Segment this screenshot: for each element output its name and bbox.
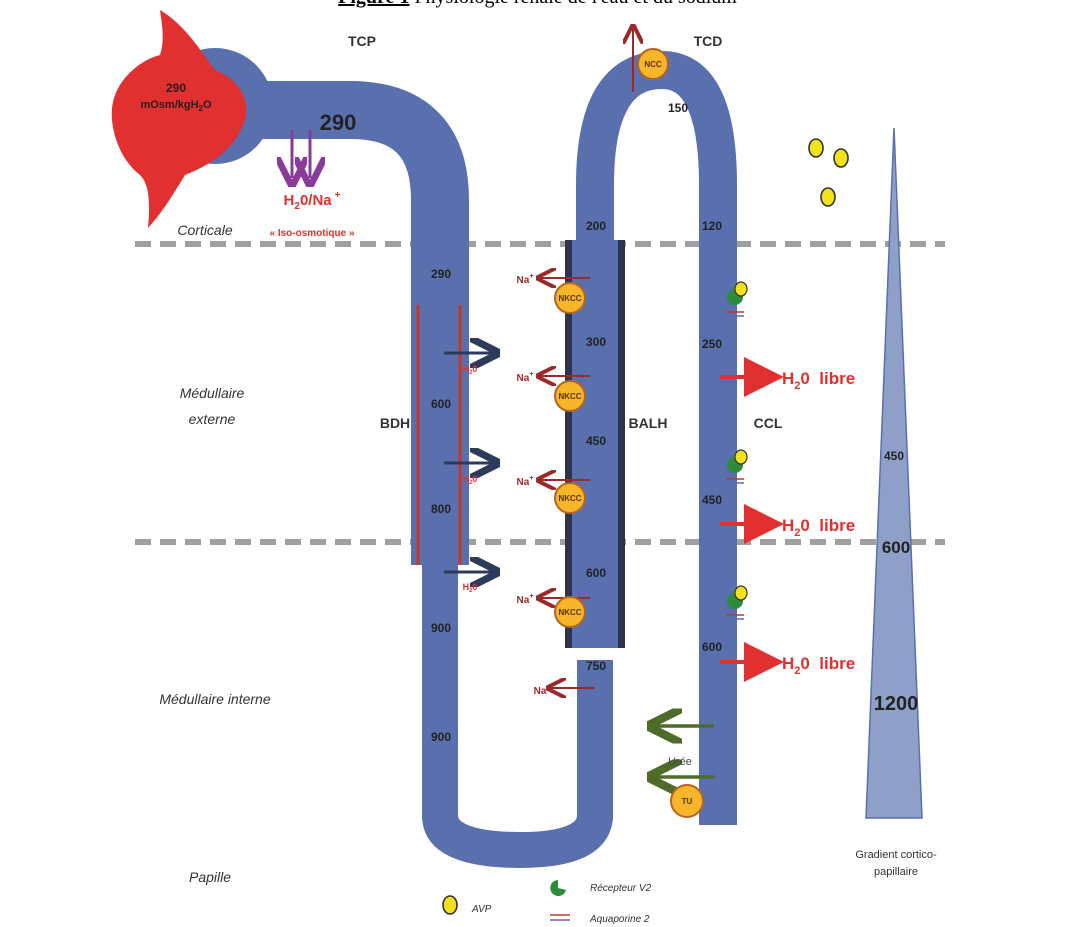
bdh-value-900-b: 900 — [431, 730, 451, 744]
svg-text:Na+: Na+ — [517, 593, 534, 606]
svg-text:H20 libre: H20 libre — [782, 369, 855, 392]
svg-text:NKCC: NKCC — [558, 494, 581, 503]
gradient-label-2: papillaire — [874, 866, 918, 878]
bdh-value-800: 800 — [431, 502, 451, 516]
avp-molecules — [809, 139, 848, 206]
label-ccl: CCL — [754, 415, 783, 431]
gradient-value-600: 600 — [882, 538, 910, 557]
ccl-value-450: 450 — [702, 493, 722, 507]
bdh-value-600: 600 — [431, 397, 451, 411]
svg-text:Na+: Na+ — [517, 273, 534, 286]
balh-value-750: 750 — [586, 659, 606, 673]
bdh-value-900-a: 900 — [431, 621, 451, 635]
ncc-label: NCC — [644, 60, 662, 69]
ccl-value-600: 600 — [702, 640, 722, 654]
glomerulus — [112, 10, 247, 228]
tcd-value-120: 120 — [702, 219, 722, 233]
label-tcp: TCP — [348, 33, 376, 49]
glomerulus-osmolality: 290 — [166, 81, 186, 95]
balh-value-450: 450 — [586, 434, 606, 448]
zone-papille: Papille — [189, 869, 231, 885]
gradient-value-450: 450 — [884, 449, 904, 463]
iso-osmotique-label: « Iso-osmotique » — [269, 228, 354, 239]
tcp-osmolality: 290 — [320, 110, 357, 135]
label-balh: BALH — [629, 415, 668, 431]
svg-text:Na: Na — [534, 686, 547, 697]
zone-medullaire-externe-2: externe — [189, 411, 236, 427]
gradient-label-1: Gradient cortico- — [855, 849, 937, 861]
legend-avp-icon — [443, 896, 457, 914]
svg-text:Urée: Urée — [668, 756, 692, 768]
loop-of-henle-bend — [440, 815, 595, 850]
balh-value-600: 600 — [586, 566, 606, 580]
svg-text:NKCC: NKCC — [558, 608, 581, 617]
legend-aquaporin-label: Aquaporine 2 — [589, 914, 650, 925]
svg-text:H20: H20 — [463, 582, 478, 594]
tubule-tcp-bdh — [255, 110, 440, 820]
label-tcd: TCD — [694, 33, 723, 49]
svg-text:NKCC: NKCC — [558, 294, 581, 303]
legend-avp-label: AVP — [471, 904, 492, 915]
svg-text:Na+: Na+ — [517, 371, 534, 384]
zone-medullaire-interne: Médullaire interne — [159, 691, 270, 707]
zone-medullaire-externe-1: Médullaire — [180, 385, 245, 401]
svg-text:H20 libre: H20 libre — [782, 654, 855, 677]
balh-dark-wall-right — [618, 240, 625, 648]
legend-receptor-icon — [550, 880, 566, 896]
urea-transporter-label: TU — [682, 797, 693, 806]
gradient-value-1200: 1200 — [874, 693, 919, 715]
svg-text:H20 libre: H20 libre — [782, 516, 855, 539]
balh-value-300: 300 — [586, 335, 606, 349]
tcp-h2o-na-label: H20/Na+ — [284, 190, 341, 212]
bdh-top-osmolality: 290 — [431, 267, 451, 281]
legend: AVP Récepteur V2 Aquaporine 2 — [443, 880, 652, 925]
zone-corticale: Corticale — [177, 222, 232, 238]
legend-receptor-label: Récepteur V2 — [590, 883, 652, 894]
svg-text:NKCC: NKCC — [558, 392, 581, 401]
label-bdh: BDH — [380, 415, 410, 431]
svg-text:Na+: Na+ — [517, 475, 534, 488]
balh-value-200: 200 — [586, 219, 606, 233]
ccl-value-250: 250 — [702, 337, 722, 351]
tcd-value-150: 150 — [668, 101, 688, 115]
free-water-efflux: H20 libre H20 libre H20 libre — [720, 369, 855, 677]
